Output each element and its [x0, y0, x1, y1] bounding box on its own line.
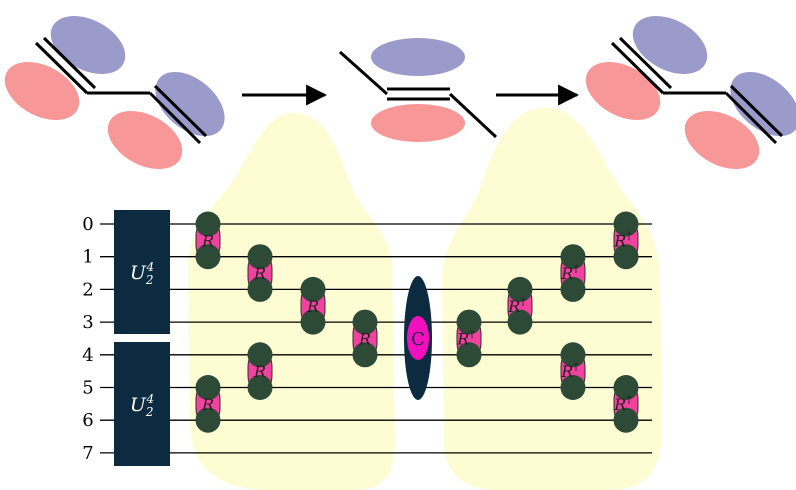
- two-qubit-gates: R R R R R R R† R† R† R† R† R†: [195, 211, 639, 433]
- r-gate: R: [195, 375, 221, 433]
- gate-node: [247, 342, 273, 368]
- svg-text:U24: U24: [130, 260, 154, 287]
- r-dagger-gate: R†: [613, 375, 639, 433]
- orbital-right: [585, 16, 796, 169]
- right-yellow-region: [442, 108, 662, 490]
- r-dagger-gate: R†: [613, 211, 639, 270]
- gate-label: R†: [560, 262, 579, 283]
- svg-text:U24: U24: [130, 392, 154, 419]
- block-top-sub: 2: [145, 273, 154, 287]
- block-bottom-sup: 4: [146, 392, 155, 406]
- r-gate: R: [247, 342, 273, 400]
- gate-node: [507, 309, 533, 335]
- r-dagger-gate: R†: [507, 276, 533, 335]
- gate-node: [247, 244, 273, 270]
- gate-label: R: [201, 231, 214, 250]
- qubit-label: 2: [82, 279, 93, 300]
- unitary-block-top: U24: [114, 210, 170, 334]
- block-top-sup: 4: [146, 260, 155, 274]
- gate-label: R: [201, 395, 214, 414]
- r-gate: R: [195, 211, 221, 270]
- gate-node: [300, 276, 326, 302]
- qubit-label: 4: [82, 345, 93, 366]
- block-top-base: U: [130, 262, 147, 284]
- gate-node: [300, 309, 326, 335]
- gate-label: R: [253, 264, 266, 283]
- left-yellow-region: [188, 112, 395, 490]
- gate-node: [195, 244, 221, 270]
- gate-label: R†: [613, 393, 632, 414]
- r-dagger-gate: R†: [560, 244, 586, 302]
- gate-label: R†: [560, 360, 579, 381]
- center-gate: C: [404, 276, 432, 400]
- qubit-label: 3: [82, 312, 93, 333]
- orbital-left: [4, 16, 225, 169]
- block-bottom-base: U: [130, 394, 147, 416]
- gate-node: [195, 375, 221, 400]
- qubit-label: 0: [82, 214, 93, 235]
- qubit-label: 1: [82, 247, 93, 268]
- gate-label: R†: [613, 229, 632, 250]
- gate-node: [352, 309, 378, 335]
- gate-node: [613, 211, 639, 237]
- gate-node: [247, 276, 273, 302]
- gate-node: [560, 375, 586, 400]
- gate-node: [352, 342, 378, 368]
- gate-node: [456, 342, 482, 368]
- qubit-label: 7: [82, 443, 93, 464]
- yellow-regions: [188, 108, 662, 490]
- gate-label: R: [253, 362, 266, 381]
- r-gate: R: [300, 276, 326, 335]
- r-dagger-gate: R†: [456, 309, 482, 368]
- gate-node: [456, 309, 482, 335]
- gate-node: [195, 211, 221, 237]
- gate-node: [247, 375, 273, 400]
- r-dagger-gate: R†: [560, 342, 586, 400]
- gate-node: [507, 276, 533, 302]
- unitary-block-bottom: U24: [114, 342, 170, 466]
- block-bottom-sub: 2: [145, 405, 154, 419]
- r-gate: R: [352, 309, 378, 368]
- gate-node: [195, 407, 221, 433]
- qubit-label: 6: [82, 410, 93, 431]
- gate-label: R: [358, 329, 371, 348]
- qubit-labels: 0 1 2 3 4 5 6 7: [82, 214, 93, 464]
- gate-node: [560, 276, 586, 302]
- center-gate-label: C: [411, 329, 425, 350]
- gate-label: R†: [507, 295, 526, 316]
- gate-node: [613, 244, 639, 270]
- orbital-middle: [339, 38, 498, 142]
- qubit-label: 5: [82, 378, 93, 399]
- gate-node: [613, 407, 639, 433]
- gate-node: [560, 244, 586, 270]
- r-gate: R: [247, 244, 273, 302]
- gate-label: R†: [456, 327, 475, 348]
- gate-node: [560, 342, 586, 368]
- gate-node: [613, 375, 639, 400]
- gate-label: R: [306, 297, 319, 316]
